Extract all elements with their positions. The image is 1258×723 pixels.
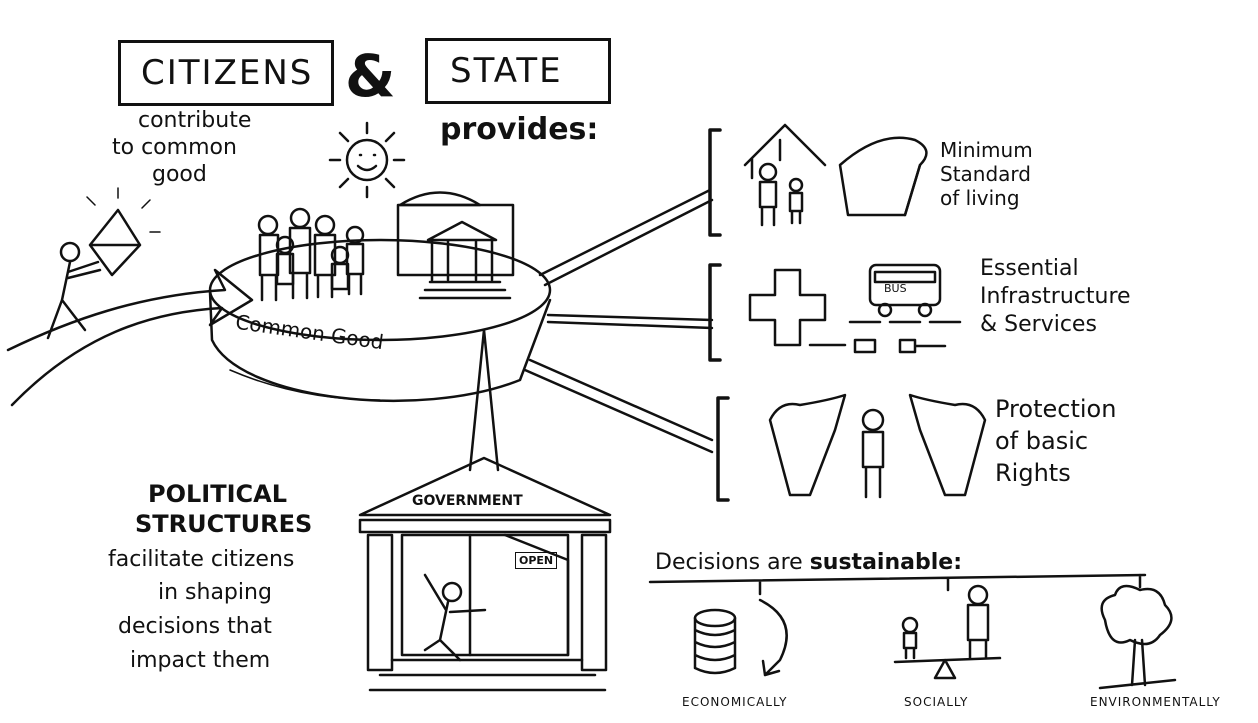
state-box: STATE xyxy=(425,38,611,104)
bus-icon xyxy=(848,263,962,324)
citizens-note-line-1: contribute xyxy=(138,108,252,133)
tree-icon xyxy=(1098,584,1177,690)
ballot-envelope-icon xyxy=(88,208,142,277)
provides-label: provides: xyxy=(440,112,599,147)
house-icon xyxy=(743,123,827,227)
seesaw-icon xyxy=(893,584,1002,680)
citizens-crowd xyxy=(257,207,365,302)
government-building xyxy=(358,456,612,692)
bus-label: BUS xyxy=(884,282,907,295)
citizens-note-line-3: good xyxy=(152,162,207,187)
common-good-platform xyxy=(208,238,552,342)
protecting-hands-icon xyxy=(768,393,987,499)
sun-icon xyxy=(345,138,389,182)
citizens-box: CITIZENS xyxy=(118,40,334,106)
connector-living xyxy=(538,188,714,287)
influence-arrow xyxy=(468,328,500,472)
open-sign: OPEN xyxy=(515,552,558,569)
medical-cross-icon xyxy=(748,268,827,347)
parliament-building xyxy=(396,191,515,300)
connector-rights xyxy=(523,358,714,454)
coins-icon xyxy=(693,598,788,677)
decisions-line xyxy=(648,573,1147,596)
government-label: GOVERNMENT xyxy=(412,493,523,509)
political-heading-1: POLITICAL xyxy=(148,480,287,508)
state-title: STATE xyxy=(450,51,563,91)
citizens-title: CITIZENS xyxy=(141,53,314,93)
political-line-4: impact them xyxy=(130,648,271,673)
political-line-3: decisions that xyxy=(118,614,272,639)
ampersand: & xyxy=(345,42,396,110)
connector-infra xyxy=(546,313,714,330)
participation-arrow xyxy=(6,268,254,407)
pillar-socially: SOCIALLY xyxy=(904,695,969,709)
political-line-1: facilitate citizens xyxy=(108,547,295,572)
citizens-note-line-2: to common xyxy=(112,135,237,160)
pillar-environmentally: ENVIRONMENTALLY xyxy=(1090,695,1221,709)
pillar-economically: ECONOMICALLY xyxy=(682,695,788,709)
plug-icon xyxy=(808,338,947,354)
political-line-2: in shaping xyxy=(158,580,272,605)
political-heading-2: STRUCTURES xyxy=(135,510,313,538)
bread-icon xyxy=(838,136,928,217)
decisions-heading: Decisions are sustainable: xyxy=(655,550,962,575)
